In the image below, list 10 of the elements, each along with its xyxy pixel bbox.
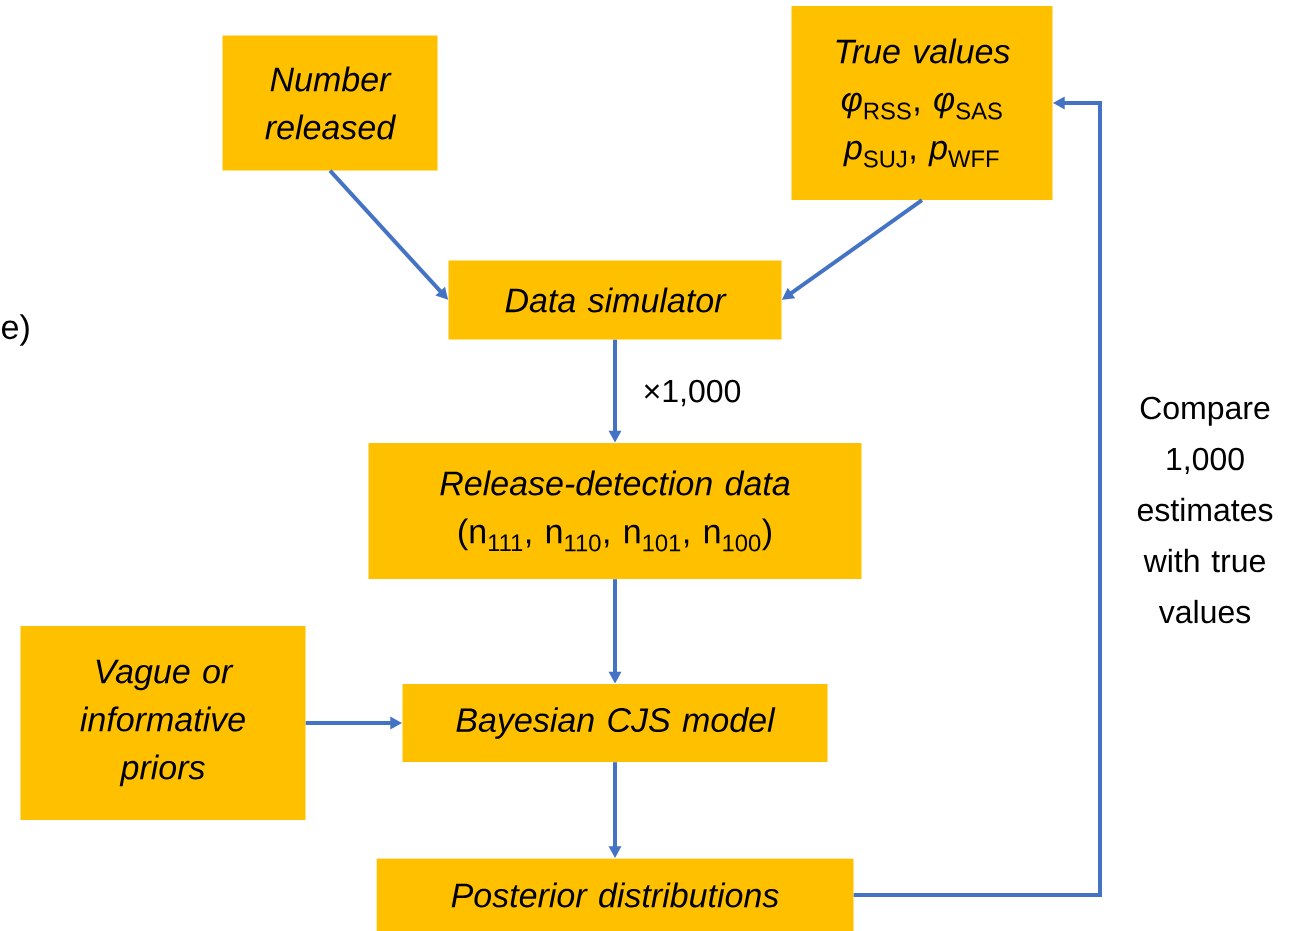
process-box: Release-detection data (n$_{111}$, n$_{110}$, n$_{101}$, n$_{100}$) [368, 443, 862, 579]
process-box: Number released [222, 35, 438, 171]
process-box: Data simulator [448, 260, 782, 340]
process-box: Posterior distributions [376, 858, 854, 931]
edge-label: ×1,000 [640, 377, 744, 409]
process-box: Bayesian CJS model [402, 684, 828, 762]
process-box: Vague or informative priors [20, 626, 306, 820]
process-box: True values φ$_{RSS}$, φ$_{SAS}$ p$_{SUJ}$, p$_{WFF}$ [791, 6, 1053, 200]
label: e) [2, 314, 29, 346]
edge-label: Compare 1,000 estimates with true values [1113, 394, 1297, 626]
